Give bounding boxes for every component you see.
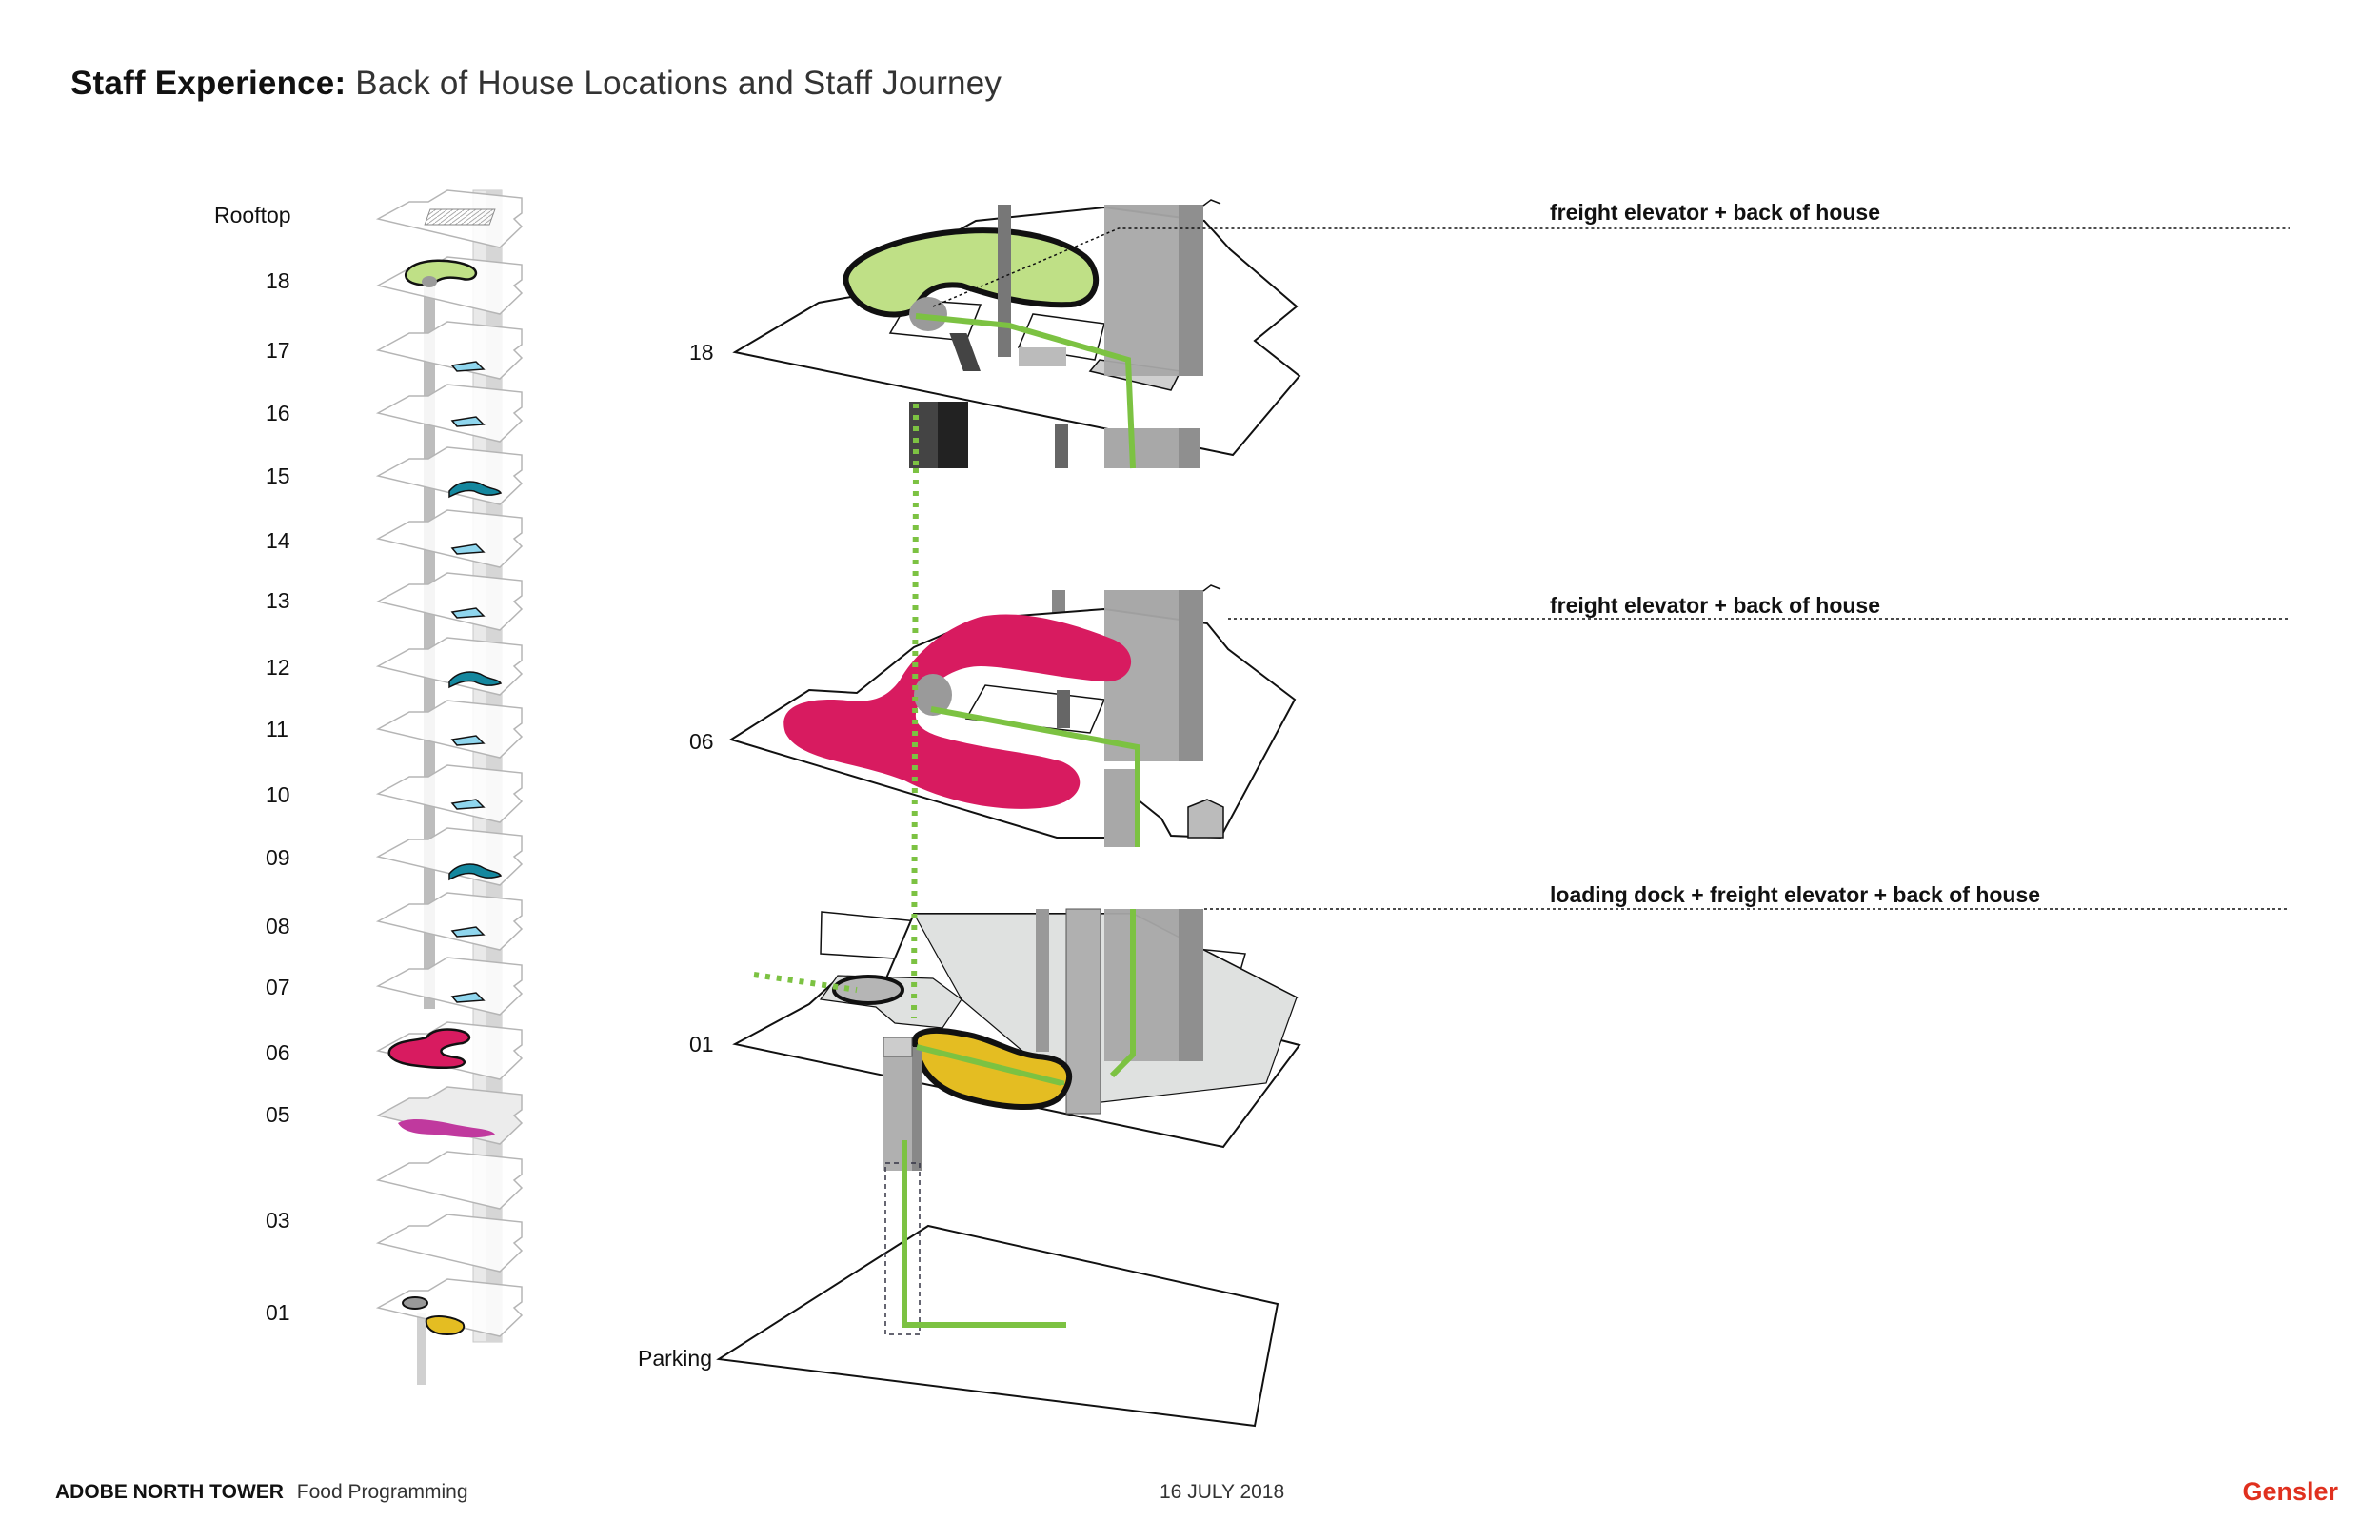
- stack-floor-plate: [375, 1151, 524, 1210]
- zone-17-blue: [450, 361, 486, 372]
- level-18-plan: [732, 199, 1301, 468]
- leader-18: [932, 227, 2290, 307]
- detail-level-label: 01: [689, 1032, 714, 1056]
- column-below-18b: [1055, 424, 1068, 468]
- grey-core-06: [914, 674, 952, 716]
- page-title-bold: Staff Experience:: [70, 65, 347, 102]
- journey-vertical-dotted: [911, 404, 919, 1019]
- zone-06-magenta-detail: [783, 614, 1132, 809]
- stack-floor-plate: [375, 509, 524, 568]
- zone-15-teal: [448, 481, 503, 499]
- detail-level-label: 06: [689, 729, 714, 754]
- zone-07-blue: [450, 992, 486, 1003]
- freight-core-01: [1065, 908, 1101, 1115]
- stack-floor-plate: [375, 764, 524, 823]
- stack-floor-label: 01: [266, 1300, 290, 1325]
- stack-floor-plate: [375, 957, 524, 1016]
- zone-18-grey: [422, 276, 437, 287]
- zone-01-grey: [402, 1296, 428, 1310]
- floor-stack: [375, 189, 524, 1385]
- stack-floor-label: 08: [266, 914, 290, 938]
- parking-plan: [716, 1162, 1279, 1428]
- rooftop-equipment: [424, 208, 496, 226]
- zone-11-blue: [450, 735, 486, 746]
- stack-base-shaft: [417, 1313, 426, 1385]
- stack-floor-plate: [375, 1086, 524, 1145]
- brand-logo: Gensler: [2242, 1477, 2338, 1506]
- stack-floor-label: 11: [266, 717, 288, 741]
- stack-floor-label: 17: [266, 338, 290, 363]
- zone-14-blue: [450, 543, 486, 555]
- zone-10-blue: [450, 799, 486, 810]
- page-title-light: Back of House Locations and Staff Journe…: [355, 65, 1002, 102]
- page-title: Staff Experience: Back of House Location…: [70, 65, 1002, 103]
- stack-floor-plate: [375, 384, 524, 443]
- stack-floor-label: 09: [266, 845, 290, 870]
- callout-level-01: loading dock + freight elevator + back o…: [1550, 882, 2041, 907]
- stack-floor-label: 06: [266, 1040, 290, 1065]
- stack-floor-plate: [375, 1021, 524, 1080]
- stack-floor-label: 07: [266, 975, 290, 999]
- stack-floor-plate: [375, 892, 524, 951]
- zone-09-teal: [448, 863, 503, 881]
- small-box-06: [1187, 799, 1224, 839]
- footer-date: 16 JULY 2018: [1160, 1481, 1285, 1503]
- stack-floor-label: 14: [266, 528, 290, 553]
- stack-floor-label: 12: [266, 655, 290, 680]
- journey-06: [930, 706, 1140, 847]
- stack-floor-label: 18: [266, 268, 290, 293]
- level-06-plan: [728, 584, 1297, 847]
- staff-journey-path: [753, 313, 1140, 1328]
- zone-16-blue: [450, 416, 486, 427]
- footer-project-subtitle: Food Programming: [296, 1481, 468, 1503]
- callout-leaders: [932, 227, 2290, 910]
- stack-floor-plate: [375, 1214, 524, 1273]
- stack-floor-label: 15: [266, 464, 290, 488]
- zone-06-magenta: [387, 1028, 471, 1069]
- footer-project-name: ADOBE NORTH TOWER: [55, 1481, 284, 1503]
- stack-floor-plate: [375, 572, 524, 631]
- journey-parking: [902, 1140, 1066, 1328]
- zone-05-purple: [398, 1119, 495, 1138]
- stack-floor-label: 16: [266, 401, 290, 425]
- stack-floor-plate: [375, 700, 524, 759]
- journey-18: [915, 313, 1136, 469]
- zone-13-blue: [450, 607, 486, 619]
- callout-level-18: freight elevator + back of house: [1550, 200, 1881, 225]
- stack-floor-plate: [375, 321, 524, 380]
- zone-08-blue: [450, 926, 486, 938]
- stack-floor-label: Rooftop: [214, 203, 291, 227]
- stack-floor-label: 13: [266, 588, 290, 613]
- stack-floor-label: 05: [266, 1102, 290, 1127]
- detail-level-label: Parking: [638, 1346, 712, 1371]
- zone-01-yellow: [425, 1315, 466, 1336]
- zone-01-grey-detail: [832, 975, 904, 1005]
- journey-01: [916, 909, 1136, 1086]
- callout-level-06: freight elevator + back of house: [1550, 593, 1881, 618]
- stack-floor-label: 10: [266, 782, 290, 807]
- zone-12-teal: [448, 671, 503, 689]
- stack-floor-label: 03: [266, 1208, 290, 1233]
- detail-level-label: 18: [689, 340, 714, 365]
- footer-project: ADOBE NORTH TOWER Food Programming: [55, 1481, 468, 1504]
- zone-01-yellow-detail: [911, 1027, 1073, 1111]
- level-01-plan: [732, 908, 1301, 1171]
- stack-floor-plate: [375, 1278, 524, 1337]
- pipe-01: [1036, 909, 1049, 1052]
- grey-core-18: [909, 297, 947, 331]
